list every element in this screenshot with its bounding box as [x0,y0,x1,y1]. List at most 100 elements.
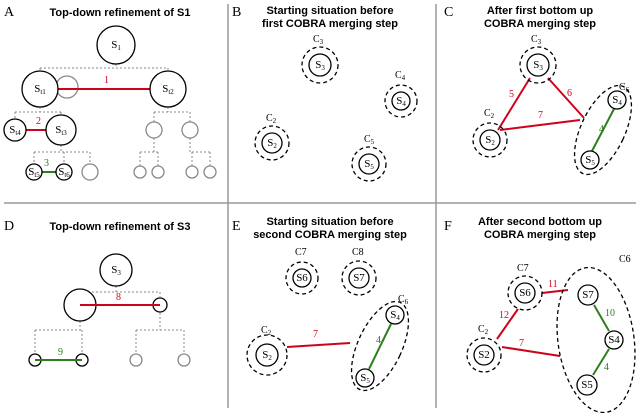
node-e-s6 [292,268,312,288]
node-c-s4 [607,90,627,110]
node-label-f-s4: S4 [608,334,620,346]
cluster-label-b-c4: C4 [395,70,406,82]
node-b-s2 [261,132,283,154]
tree-connector [33,145,91,164]
cluster-ring-f-c7 [507,275,543,311]
node-b-s5 [358,153,380,175]
node-label-e-s6: S6 [296,272,308,284]
edge-label-a-e2: 2 [36,116,41,127]
node-label-c-s5: S5 [585,154,595,167]
edge-label-f-e11: 11 [548,279,558,290]
node-label-c-s2: S2 [485,134,495,147]
tree-connector [189,138,211,166]
node-f-s7 [577,284,599,306]
panel-title-d: Top-down refinement of S3 [50,221,191,233]
panel-title-b: first COBRA merging step [262,18,398,30]
cluster-ring-f-c2 [466,337,502,373]
node-a-st6 [55,163,73,181]
edge-label-a-e3: 3 [44,158,49,169]
panel-title-c: After first bottom up [487,5,594,17]
node-label-e-s7: S7 [353,272,365,284]
cluster-ring-c-c3 [519,46,557,84]
node-b-s4 [391,91,411,111]
node-label-f-s2: S2 [478,349,490,361]
edge-label-f-e7: 7 [519,338,524,349]
node-label-b-s2: S2 [267,137,277,150]
edge-label-f-e4: 4 [604,362,609,373]
panel-letter-d: D [4,219,14,234]
cluster-label-b-c2: C2 [266,113,277,125]
cluster-label-b-c5: C5 [364,134,375,146]
edge-c-e4 [591,108,615,152]
panel-letter-b: B [232,5,241,20]
node-label-f-s7: S7 [582,289,594,301]
edge-label-e-e7: 7 [313,329,318,340]
cluster-label-f-c7: C7 [517,263,529,274]
cluster-label-c-c6: C6 [619,82,630,94]
panel-letter-f: F [444,219,452,234]
panel-title-a: Top-down refinement of S1 [50,7,191,19]
edge-f-e7 [501,346,561,357]
node-label-e-s4: S4 [390,309,400,322]
unexpanded-node [151,165,165,179]
panel-letter-a: A [4,5,15,20]
edge-label-c-e7: 7 [538,110,543,121]
edge-f-e12 [496,308,519,340]
node-label-b-s3: S3 [315,59,325,72]
cluster-ring-c-c2 [472,122,508,158]
node-b-s3 [308,53,332,77]
unexpanded-node [129,353,143,367]
edge-f-e10 [593,304,610,332]
node-c-s5 [580,150,600,170]
panel-title-b: Starting situation before [266,5,393,17]
unexpanded-node [181,121,199,139]
unexpanded-node [145,121,163,139]
tree-connector [135,313,185,354]
edge-label-d-e9: 9 [58,347,63,358]
panel-title-e: second COBRA merging step [253,229,407,241]
unexpanded-node [55,75,79,99]
panel-title-f: COBRA merging step [484,229,596,241]
node-label-f-s6: S6 [519,287,531,299]
tree-connector [139,138,159,166]
edge-f-e11 [541,289,569,294]
edge-label-c-e6: 6 [567,88,572,99]
node-f-s6 [514,282,536,304]
cluster-ring-c-c6 [573,84,633,176]
cluster-ring-e-c8 [341,260,377,296]
tree-connector [39,64,169,71]
cluster-label-e-c7: C7 [295,247,307,258]
panel-letter-c: C [444,5,453,20]
edge-c-e7 [499,119,581,131]
cluster-label-b-c3: C3 [313,34,324,46]
edge-f-e4 [592,348,610,376]
unexpanded-node [133,165,147,179]
node-f-s5 [576,374,598,396]
node-label-e-s5: S5 [360,372,370,385]
edge-label-d-e8: 8 [116,292,121,303]
node-f-s2 [473,344,495,366]
edge-label-c-e5: 5 [509,89,514,100]
unexpanded-node [81,163,99,181]
node-d-s3 [99,253,133,287]
cluster-label-c-c2: C2 [484,108,495,120]
edge-c-e5 [497,77,531,131]
node-a-st2 [149,70,187,108]
cluster-label-f-c6: C6 [619,254,631,265]
cluster-label-e-c2: C2 [261,325,272,337]
node-a-st1 [21,70,59,108]
node-a-st5 [25,163,43,181]
node-label-c-s3: S3 [533,59,543,72]
node-label-d-s3: S3 [111,264,121,277]
cluster-ring-e-c6 [350,300,410,392]
cluster-ring-b-c4 [384,84,418,118]
node-a-st4 [3,118,27,142]
node-label-e-s2: S2 [262,349,272,362]
edge-e-e4 [368,323,392,370]
cluster-ring-f-c6 [556,266,636,413]
cluster-ring-b-c2 [254,125,290,161]
node-a-s1 [96,25,136,65]
node-e-s4 [385,305,405,325]
edge-label-e-e4: 4 [376,335,381,346]
